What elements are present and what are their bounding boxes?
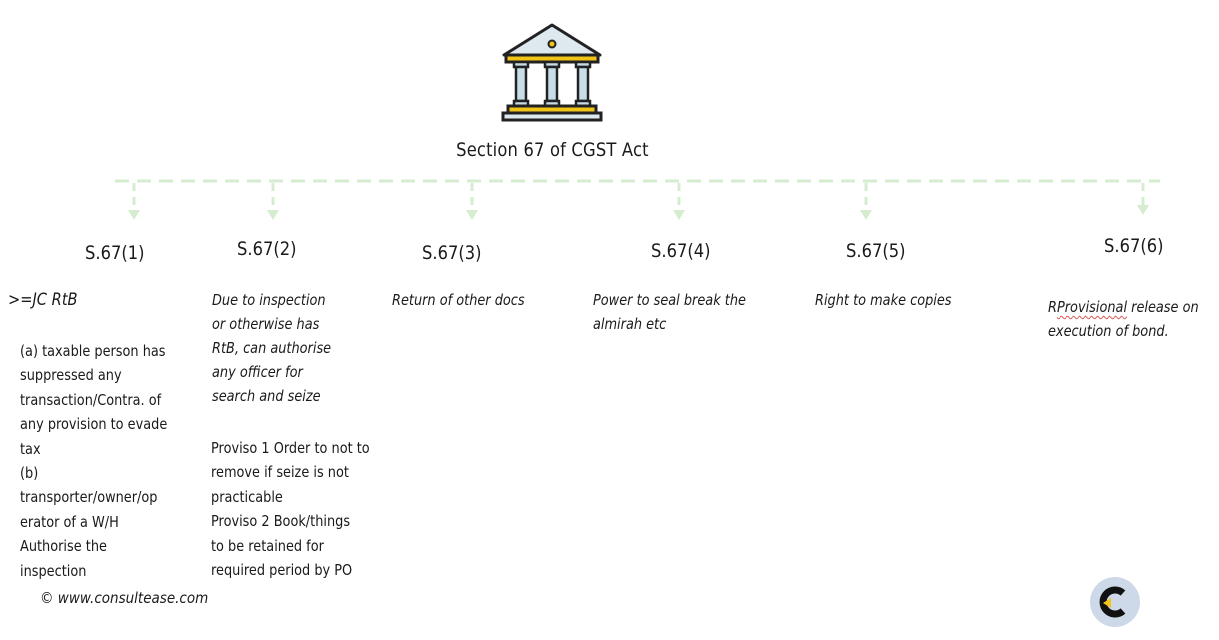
detail-line: inspection — [20, 561, 87, 580]
detail-line: erator of a W/H — [20, 512, 119, 531]
detail-line: transporter/owner/op — [20, 488, 158, 507]
section-1-details: (a) taxable person has suppressed any tr… — [20, 339, 167, 583]
summary-line: almirah etc — [593, 315, 667, 333]
summary-line: execution of bond. — [1048, 322, 1169, 340]
summary-rest: release on — [1127, 298, 1199, 316]
section-2-details: Proviso 1 Order to not to remove if seiz… — [211, 436, 370, 582]
detail-line: transaction/Contra. of — [20, 390, 162, 409]
detail-line: practicable — [211, 487, 283, 506]
summary-line: Due to inspection — [212, 291, 326, 309]
summary-line: search and seize — [212, 387, 321, 405]
section-label-67-6: S.67(6) — [1104, 235, 1164, 257]
section-3-summary: Return of other docs — [392, 291, 525, 309]
detail-line: Proviso 2 Book/things — [211, 512, 351, 531]
consultease-logo-icon — [1090, 577, 1140, 627]
detail-line: tax — [20, 439, 41, 458]
detail-line: Authorise the — [20, 537, 107, 556]
summary-line: RtB, can authorise — [212, 339, 332, 357]
section-label-67-3: S.67(3) — [422, 242, 482, 264]
detail-line: required period by PO — [211, 561, 353, 580]
section-label-67-1: S.67(1) — [85, 242, 145, 264]
courthouse-icon — [501, 23, 603, 122]
detail-line: remove if seize is not — [211, 463, 349, 482]
detail-line: (b) — [20, 464, 39, 483]
copyright-text: © www.consultease.com — [40, 589, 209, 607]
detail-line: suppressed any — [20, 366, 122, 385]
section-2-summary: Due to inspection or otherwise has RtB, … — [212, 288, 331, 408]
section-6-summary: RProvisional release on execution of bon… — [1048, 295, 1199, 343]
summary-line: any officer for — [212, 363, 303, 381]
section-4-summary: Power to seal break the almirah etc — [593, 288, 746, 336]
section-5-summary: Right to make copies — [815, 291, 952, 309]
summary-line: or otherwise has — [212, 315, 320, 333]
summary-line: RProvisional release on — [1048, 295, 1199, 319]
section-label-67-4: S.67(4) — [651, 240, 711, 262]
detail-line: to be retained for — [211, 536, 324, 555]
detail-line: Proviso 1 Order to not to — [211, 439, 370, 457]
detail-line: any provision to evade — [20, 415, 168, 434]
summary-line: Power to seal break the — [593, 291, 746, 309]
section-label-67-2: S.67(2) — [237, 238, 297, 260]
section-label-67-5: S.67(5) — [846, 240, 906, 262]
section-1-summary: >=JC RtB — [8, 290, 78, 310]
diagram-title: Section 67 of CGST Act — [456, 139, 649, 161]
detail-line: (a) taxable person has — [20, 342, 166, 360]
spellcheck-underlined-word: Provisional — [1056, 298, 1128, 316]
summary-prefix: R — [1048, 298, 1057, 316]
